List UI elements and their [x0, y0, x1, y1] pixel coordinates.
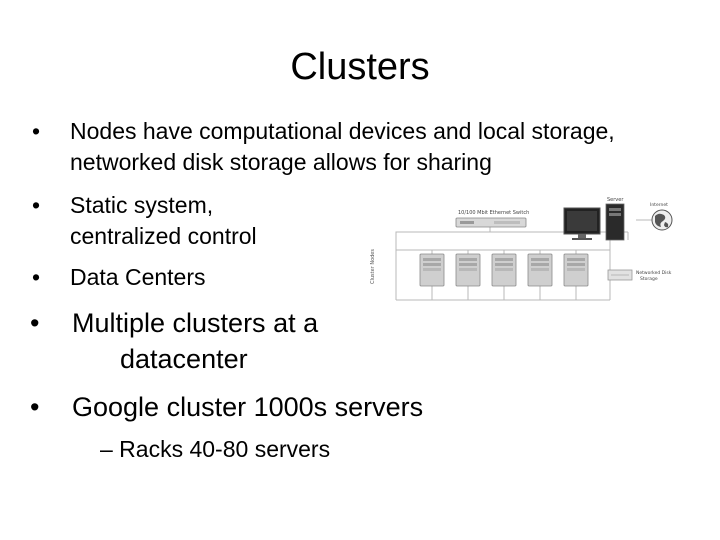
switch-label: 10/100 Mbit Ethernet Switch — [458, 210, 529, 216]
cluster-node-icon — [419, 253, 445, 287]
server-label: Server — [607, 197, 624, 203]
cluster-node-icon — [563, 253, 589, 287]
bullet-glyph: • — [32, 192, 41, 218]
ethernet-switch-icon — [455, 217, 527, 228]
bullet-line: Google cluster 1000s servers — [72, 392, 424, 422]
monitor-icon — [563, 207, 601, 240]
internet-label: Internet — [650, 202, 668, 208]
bullet-multiple-clusters: • Multiple clusters at a datacenter — [30, 305, 472, 377]
storage-label: Networked Disk — [636, 270, 672, 276]
bullet-line: Static system, — [70, 192, 214, 218]
bullet-glyph: • — [32, 264, 41, 290]
server-tower-icon — [605, 203, 625, 241]
storage-label: Storage — [640, 276, 658, 282]
cluster-nodes-label: Cluster Nodes — [370, 249, 376, 284]
bullet-line: centralized control — [70, 223, 257, 249]
bullet-glyph: • — [32, 118, 41, 144]
bullet-line: Multiple clusters at a — [72, 308, 319, 338]
bullet-line: networked disk storage allows for sharin… — [70, 149, 492, 175]
cluster-node-icon — [455, 253, 481, 287]
cluster-node-icon — [527, 253, 553, 287]
sub-bullet-racks: – Racks 40-80 servers — [100, 436, 331, 462]
cluster-diagram: 10/100 Mbit Ethernet Switch Server Inter… — [370, 197, 673, 301]
bullet-data-centers: • Data Centers — [32, 262, 360, 293]
bullet-google-cluster: • Google cluster 1000s servers — [30, 389, 492, 425]
bullet-glyph: • — [30, 392, 40, 422]
globe-icon — [651, 209, 673, 231]
bullet-line: Nodes have computational devices and loc… — [70, 118, 615, 144]
cluster-node-icon — [491, 253, 517, 287]
bullet-glyph: • — [30, 308, 40, 338]
slide-title: Clusters — [290, 46, 430, 88]
bullet-line: datacenter — [120, 344, 248, 374]
bullet-nodes: • Nodes have computational devices and l… — [32, 116, 710, 178]
bullet-line: Data Centers — [70, 264, 206, 290]
bullet-static-system: • Static system, centralized control — [32, 190, 360, 252]
disk-storage-icon — [607, 269, 633, 281]
